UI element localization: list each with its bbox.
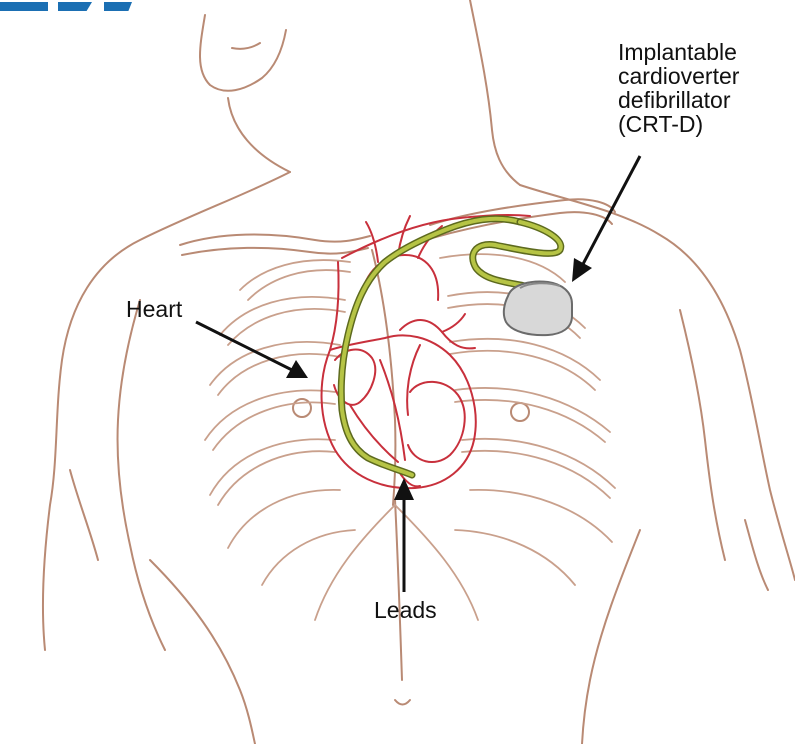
left-arm-outer-crease — [70, 470, 98, 560]
left-ventricle — [408, 382, 465, 462]
abdomen-midline — [395, 500, 402, 680]
icd-device — [504, 282, 572, 336]
left-arm-inner — [118, 300, 166, 650]
device-label: Implantable cardioverter defibrillator (… — [618, 40, 739, 137]
pulmonary-artery — [400, 320, 475, 348]
left-clavicle — [180, 235, 370, 245]
icd-can — [504, 282, 572, 336]
navel — [395, 700, 410, 705]
rib-left-6 — [228, 490, 340, 548]
vena-cava — [330, 262, 339, 350]
rib-left-1b — [248, 270, 350, 300]
rib-right-5b — [462, 451, 610, 498]
device-arrow-shaft — [582, 156, 640, 266]
rib-left-3 — [210, 342, 340, 385]
rib-right-4 — [455, 388, 610, 432]
rib-left-7 — [262, 530, 355, 585]
right-arm-inner — [680, 310, 725, 560]
left-clavicle-lower — [182, 248, 368, 255]
device-label-line-2: cardioverter — [618, 64, 739, 88]
rib-right-5 — [462, 439, 615, 488]
rib-left-2 — [220, 297, 345, 335]
pulmonary-branch — [442, 314, 465, 332]
rib-right-7 — [455, 530, 575, 585]
rib-right-4b — [455, 400, 605, 442]
leads-label: Leads — [374, 598, 437, 622]
right-arm-crease — [745, 520, 768, 590]
device-label-line-1: Implantable — [618, 40, 739, 64]
chin-outline — [200, 15, 286, 91]
rib-left-4 — [205, 390, 335, 440]
rib-left-1 — [240, 260, 350, 290]
right-nipple — [511, 403, 529, 421]
rib-left-5b — [218, 451, 335, 505]
lead-outer — [341, 219, 520, 475]
rib-left-5 — [210, 439, 335, 495]
left-torso-side — [150, 560, 255, 744]
right-torso-side — [582, 530, 640, 744]
neck-left — [228, 98, 290, 172]
device-arrow-head — [572, 258, 592, 282]
neck-right — [470, 0, 520, 185]
lead-inner — [341, 219, 520, 475]
rib-right-3 — [450, 339, 600, 380]
rib-right-3b — [450, 351, 595, 390]
device-label-line-3: defibrillator — [618, 88, 739, 112]
heart-label: Heart — [126, 297, 182, 321]
device-label-line-4: (CRT-D) — [618, 112, 739, 136]
mouth-line — [232, 43, 260, 49]
rib-right-1 — [440, 254, 565, 282]
rib-left-4b — [213, 402, 335, 450]
coronary-1 — [407, 345, 420, 415]
